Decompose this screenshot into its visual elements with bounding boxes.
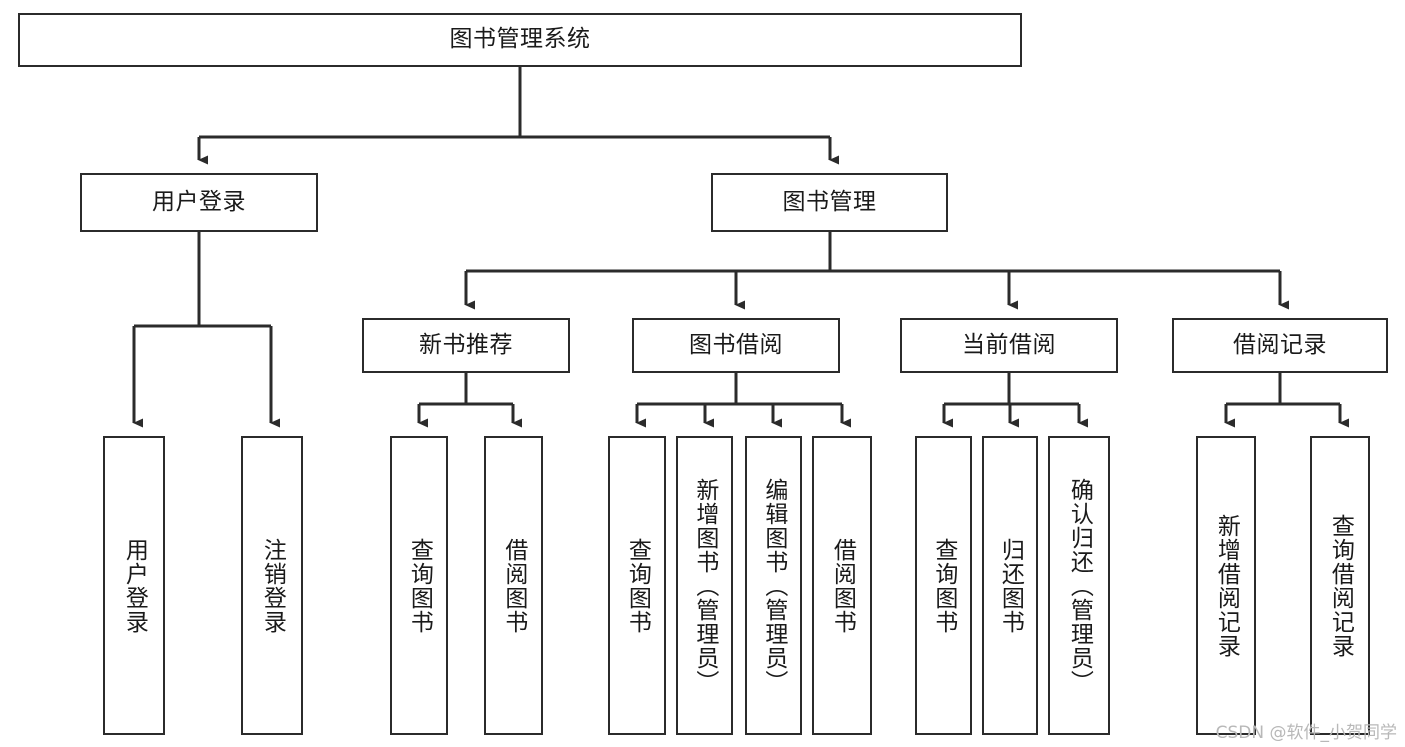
node-user-login-label: 用户登录	[152, 188, 246, 215]
node-user-login[interactable]: 用户登录	[80, 173, 318, 232]
node-book-borrow-label: 图书借阅	[689, 331, 783, 358]
node-leaf-add-record-label: 新增借阅记录	[1213, 513, 1240, 658]
node-leaf-user-logout[interactable]: 注销登录	[241, 436, 303, 735]
node-borrow-record[interactable]: 借阅记录	[1172, 318, 1388, 373]
node-current-borrow-label: 当前借阅	[962, 331, 1056, 358]
node-leaf-user-login[interactable]: 用户登录	[103, 436, 165, 735]
node-leaf-query-book-2[interactable]: 查询图书	[608, 436, 666, 735]
node-leaf-confirm-return-label: 确认归还（管理员）	[1066, 477, 1093, 694]
node-leaf-add-record[interactable]: 新增借阅记录	[1196, 436, 1256, 735]
node-leaf-edit-book[interactable]: 编辑图书（管理员）	[745, 436, 802, 735]
node-leaf-return-book-label: 归还图书	[997, 537, 1024, 634]
node-borrow-record-label: 借阅记录	[1233, 331, 1327, 358]
node-new-book-recommend-label: 新书推荐	[419, 331, 513, 358]
node-new-book-recommend[interactable]: 新书推荐	[362, 318, 570, 373]
node-leaf-user-login-label: 用户登录	[121, 537, 148, 634]
node-leaf-borrow-book-1[interactable]: 借阅图书	[484, 436, 543, 735]
node-leaf-edit-book-label: 编辑图书（管理员）	[760, 477, 787, 694]
node-leaf-user-logout-label: 注销登录	[259, 537, 286, 634]
node-leaf-add-book-label: 新增图书（管理员）	[691, 477, 718, 694]
node-leaf-confirm-return[interactable]: 确认归还（管理员）	[1048, 436, 1110, 735]
node-leaf-borrow-book-2-label: 借阅图书	[829, 537, 856, 634]
node-current-borrow[interactable]: 当前借阅	[900, 318, 1118, 373]
node-leaf-query-book-3[interactable]: 查询图书	[915, 436, 972, 735]
node-book-manage-label: 图书管理	[782, 188, 877, 215]
node-book-borrow[interactable]: 图书借阅	[632, 318, 840, 373]
node-leaf-query-book-3-label: 查询图书	[930, 537, 957, 634]
node-root-label: 图书管理系统	[449, 26, 591, 53]
node-leaf-query-record[interactable]: 查询借阅记录	[1310, 436, 1370, 735]
node-leaf-borrow-book-2[interactable]: 借阅图书	[812, 436, 872, 735]
node-leaf-query-book-1-label: 查询图书	[406, 537, 433, 634]
node-root[interactable]: 图书管理系统	[18, 13, 1022, 67]
node-leaf-query-book-2-label: 查询图书	[624, 537, 651, 634]
node-leaf-query-book-1[interactable]: 查询图书	[390, 436, 448, 735]
node-leaf-return-book[interactable]: 归还图书	[982, 436, 1038, 735]
node-leaf-borrow-book-1-label: 借阅图书	[500, 537, 527, 634]
node-leaf-add-book[interactable]: 新增图书（管理员）	[676, 436, 733, 735]
node-leaf-query-record-label: 查询借阅记录	[1327, 513, 1354, 658]
node-book-manage[interactable]: 图书管理	[711, 173, 948, 232]
